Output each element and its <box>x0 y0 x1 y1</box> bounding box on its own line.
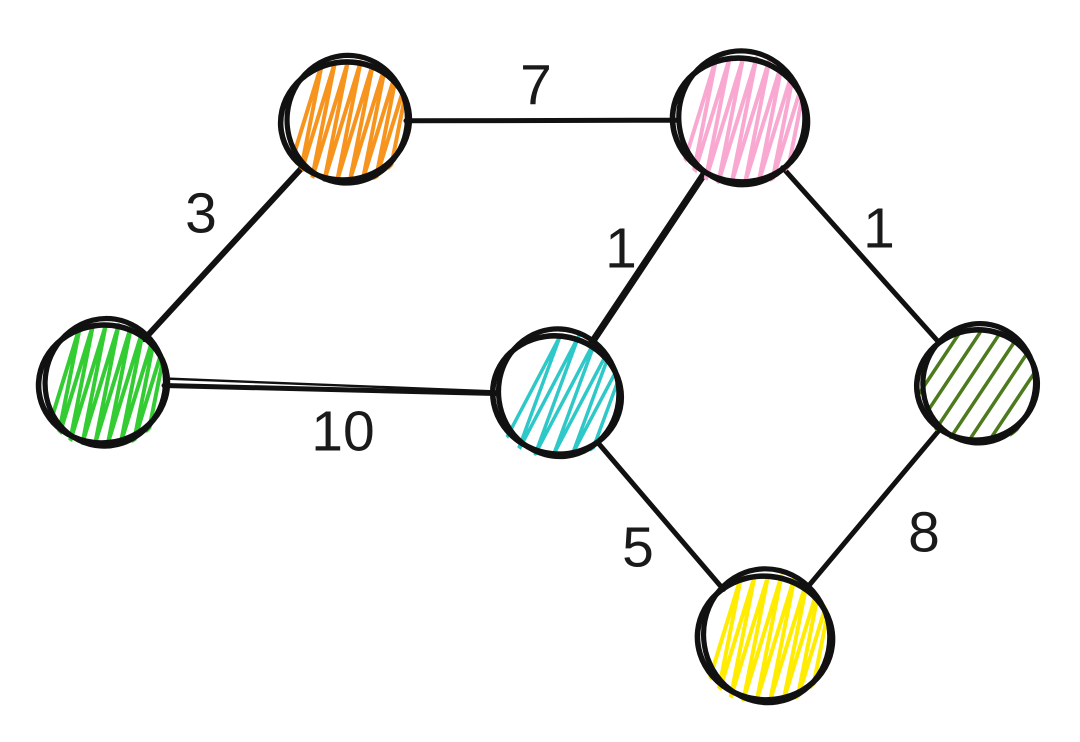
edge-cyan-yellow <box>594 438 726 592</box>
edge-label-layer: 7 3 10 1 1 5 8 <box>185 54 940 580</box>
edge-weight-cyan-yellow: 5 <box>622 516 654 580</box>
edge-orange-green <box>141 162 307 343</box>
edge-line <box>594 438 726 592</box>
edge-yellow-darkgreen <box>803 426 943 592</box>
edge-line-secondary-stroke <box>162 377 498 393</box>
edge-weight-orange-pink: 7 <box>520 54 552 118</box>
node-layer <box>35 48 1041 706</box>
edge-orange-pink <box>403 117 679 124</box>
edge-weight-cyan-pink: 1 <box>605 217 637 281</box>
edge-line <box>803 426 943 592</box>
node-orange <box>277 52 413 186</box>
node-yellow <box>694 566 836 706</box>
edge-weight-green-cyan: 10 <box>311 400 374 464</box>
node-green <box>35 315 171 449</box>
edge-weight-orange-green: 3 <box>185 182 217 246</box>
edge-line <box>780 165 942 345</box>
edge-layer <box>141 117 943 592</box>
node-outline-overdraw <box>676 48 808 188</box>
node-outline <box>669 55 811 185</box>
edge-pink-darkgreen <box>780 165 942 345</box>
node-darkgreen <box>913 321 1041 446</box>
node-outline-overdraw <box>284 52 410 186</box>
node-outline-overdraw <box>920 321 1039 446</box>
node-outline-overdraw <box>495 326 622 460</box>
edge-weight-pink-darkgreen: 1 <box>863 197 895 261</box>
edge-green-cyan <box>161 377 499 396</box>
node-outline-overdraw <box>42 315 169 449</box>
node-outline-overdraw <box>700 566 833 706</box>
node-pink <box>669 48 811 188</box>
edge-cyan-pink <box>587 169 708 348</box>
node-cyan <box>489 326 625 460</box>
edge-line <box>161 383 499 396</box>
edge-weight-yellow-darkgreen: 8 <box>908 501 940 565</box>
edge-line <box>587 169 708 348</box>
edge-line <box>141 162 307 343</box>
edge-line <box>403 117 679 124</box>
